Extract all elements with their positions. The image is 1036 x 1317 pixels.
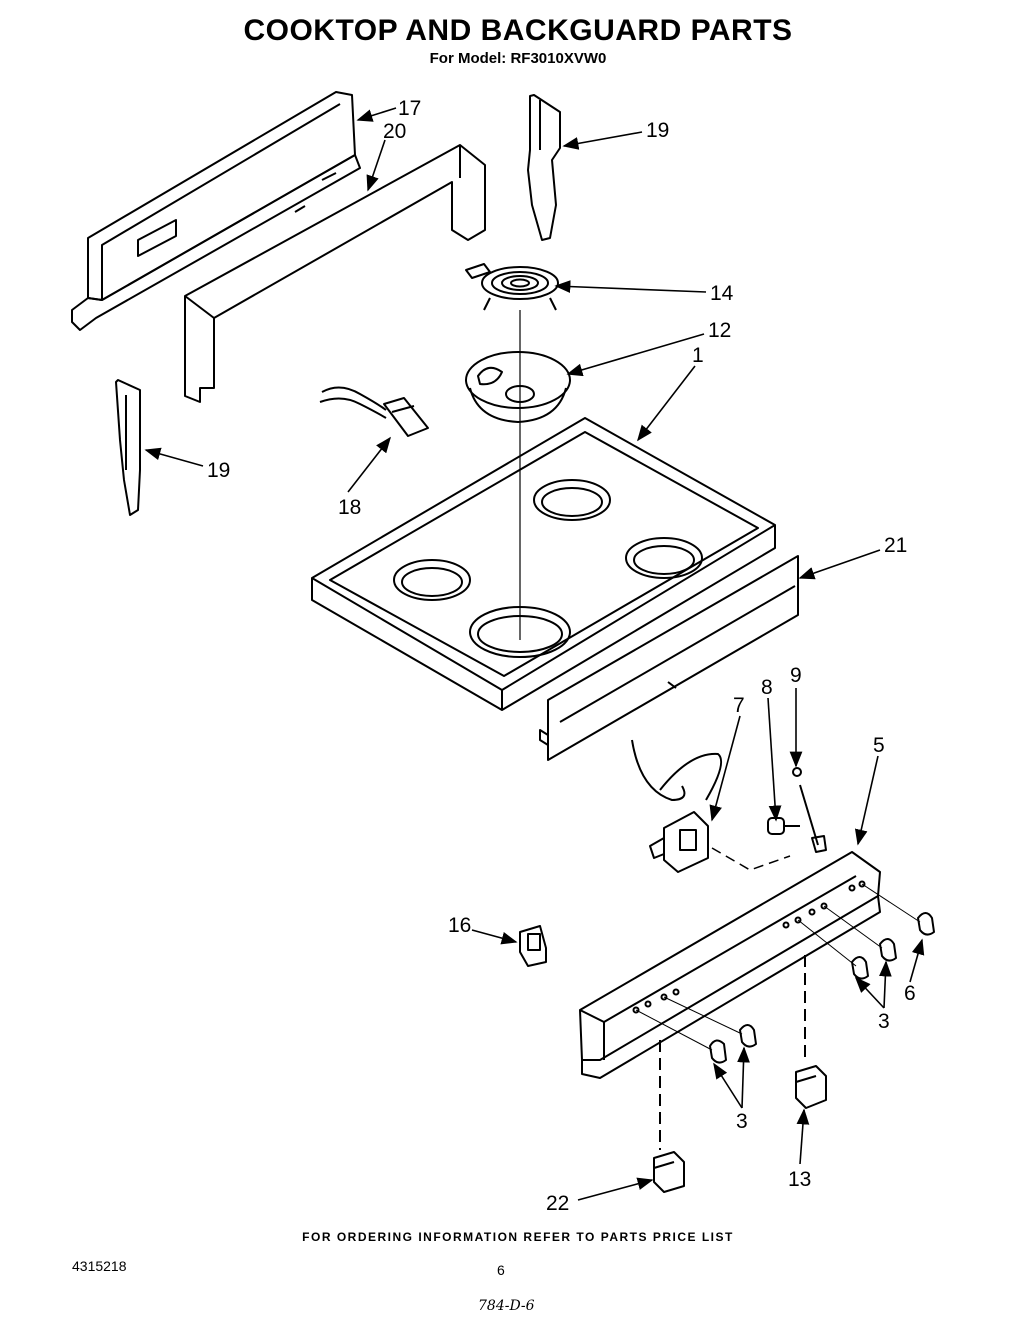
part-surface-element — [465, 263, 559, 311]
callout-22: 22 — [546, 1192, 569, 1215]
handwritten-code: 784-D-6 — [478, 1298, 535, 1314]
part-screw — [792, 767, 827, 853]
callout-21: 21 — [884, 534, 907, 557]
part-knobs — [635, 883, 935, 1064]
part-drip-bowl — [465, 351, 571, 423]
part-rocker-switch — [519, 925, 547, 967]
part-control-panel — [579, 851, 881, 1079]
callout-3-right: 3 — [878, 1010, 890, 1033]
part-cooktop — [311, 417, 776, 711]
callout-20: 20 — [383, 120, 406, 143]
callout-19-right: 19 — [646, 119, 669, 142]
callout-13: 13 — [788, 1168, 811, 1191]
callout-16: 16 — [448, 914, 471, 937]
part-backguard-panel — [71, 91, 361, 331]
callout-9: 9 — [790, 664, 802, 687]
callout-18: 18 — [338, 496, 361, 519]
part-switch-block-22 — [653, 1151, 685, 1193]
callout-6: 6 — [904, 982, 916, 1005]
callout-17: 17 — [398, 97, 421, 120]
model-subtitle: For Model: RF3010XVW0 — [429, 50, 607, 67]
ordering-note: FOR ORDERING INFORMATION REFER TO PARTS … — [302, 1230, 734, 1244]
callout-8: 8 — [761, 676, 773, 699]
part-backguard-frame — [184, 144, 486, 403]
part-infinite-switch — [631, 739, 722, 873]
callout-3-left: 3 — [736, 1110, 748, 1133]
part-switch-block — [795, 1065, 827, 1109]
part-end-cap-right — [527, 94, 561, 241]
callout-7: 7 — [733, 694, 745, 717]
page-number: 6 — [497, 1262, 505, 1278]
callout-14: 14 — [710, 282, 734, 305]
callout-19-left: 19 — [207, 459, 230, 482]
callout-12: 12 — [708, 319, 731, 342]
part-front-trim — [539, 555, 799, 761]
callout-5: 5 — [873, 734, 885, 757]
part-terminal-block — [319, 386, 429, 437]
part-end-cap-left — [115, 379, 141, 516]
document-number: 4315218 — [72, 1258, 127, 1274]
page-title: COOKTOP AND BACKGUARD PARTS — [243, 14, 793, 47]
callout-1: 1 — [692, 344, 704, 367]
leader-arrows — [144, 107, 925, 1201]
part-indicator-lamp — [767, 817, 800, 835]
